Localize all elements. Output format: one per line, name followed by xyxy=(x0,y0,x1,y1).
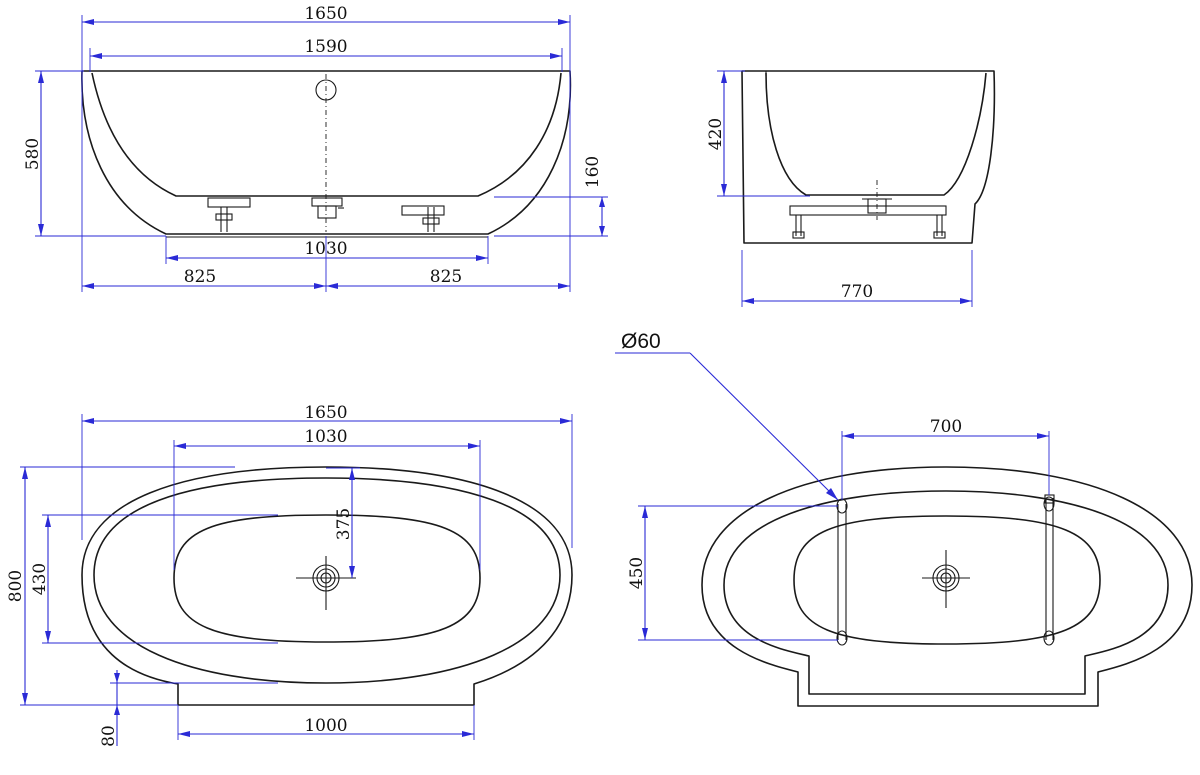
side-tub-outline xyxy=(741,70,996,244)
base-leg-rail-right xyxy=(1043,494,1055,646)
base-dim-leg-spacing-y: 450 xyxy=(627,557,647,589)
side-view: 420 770 xyxy=(706,70,996,307)
front-inner-bowl xyxy=(91,72,562,197)
front-tub-outline xyxy=(81,70,572,235)
base-view: 700 450 Ø60 xyxy=(615,330,1193,707)
base-drain xyxy=(922,550,970,608)
front-dim-height: 580 xyxy=(23,138,43,170)
base-leg-rail-left xyxy=(836,498,848,646)
front-dim-half-left: 825 xyxy=(184,267,216,287)
front-drain xyxy=(311,197,344,219)
front-dim-half-right: 825 xyxy=(430,267,462,287)
base-basin xyxy=(793,515,1101,645)
top-dim-basin-length: 1030 xyxy=(304,427,347,447)
side-dim-inner-depth: 420 xyxy=(706,118,726,150)
top-basin xyxy=(173,514,481,643)
top-inner-rim xyxy=(93,477,561,684)
top-dim-basin-width: 430 xyxy=(30,563,50,595)
side-leg-left xyxy=(792,215,805,239)
top-outer-rim xyxy=(81,466,573,706)
side-dim-width: 770 xyxy=(841,282,873,302)
top-dim-notch-depth: 80 xyxy=(99,725,119,747)
front-dim-overall-length: 1650 xyxy=(304,4,347,24)
top-dim-drain-offset: 375 xyxy=(334,508,354,540)
top-drain xyxy=(296,556,356,610)
top-dim-overall-length: 1650 xyxy=(304,403,347,423)
side-inner-bowl xyxy=(765,72,987,196)
front-dim-base-height: 160 xyxy=(583,156,603,188)
front-leg-right xyxy=(401,205,445,232)
top-dim-overall-width: 800 xyxy=(6,570,26,602)
side-leg-right xyxy=(933,215,946,239)
front-dim-rim-length: 1590 xyxy=(304,37,347,57)
front-view: 1650 1590 580 160 1030 825 825 xyxy=(23,4,608,292)
base-dim-leg-spacing-x: 700 xyxy=(930,417,962,437)
base-inner-rim xyxy=(723,490,1169,695)
front-leg-left xyxy=(207,197,251,232)
top-view: 1650 1030 375 800 430 80 1000 xyxy=(6,403,573,747)
base-outer-outline xyxy=(701,466,1193,707)
base-dim-leg-diameter: Ø60 xyxy=(621,330,661,353)
top-dim-notch-width: 1000 xyxy=(304,716,347,736)
front-dim-base-length: 1030 xyxy=(304,239,347,259)
